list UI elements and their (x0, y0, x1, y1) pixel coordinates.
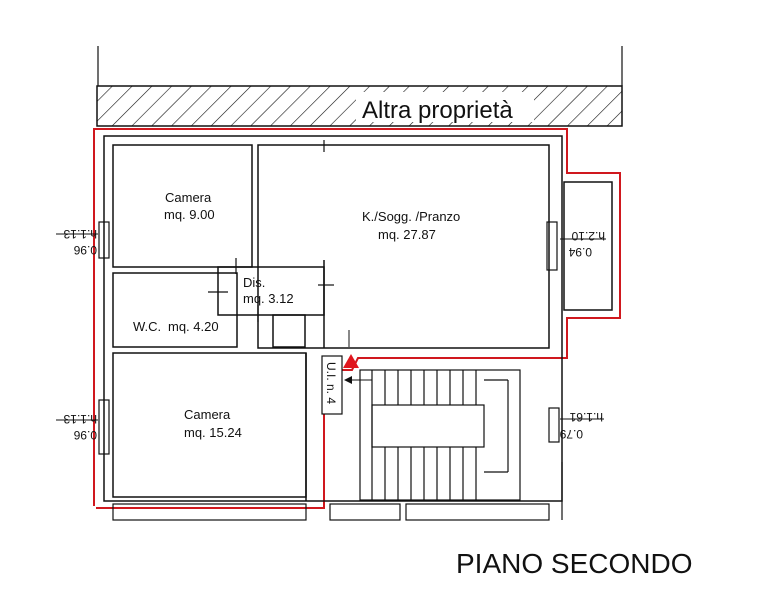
window-right-top-label: h.2.10 0.94 (560, 229, 606, 259)
room-area: mq. 4.20 (168, 319, 219, 334)
walls (103, 135, 613, 502)
stairwell (359, 369, 521, 501)
room-wc (112, 272, 238, 348)
window-width: 0.96 (73, 243, 97, 257)
room-camera-top-labels: Camera mq. 9.00 (164, 190, 215, 222)
lower-rooms (112, 503, 550, 521)
room-dis-labels: Dis. mq. 3.12 (243, 275, 294, 306)
closet (272, 314, 306, 348)
neighbor-property: Altra proprietà (96, 85, 623, 127)
window-height: h.1.13 (63, 412, 97, 426)
room-wc-labels: W.C. mq. 4.20 (133, 319, 219, 334)
room-name: K./Sogg. /Pranzo (362, 209, 460, 224)
window-height: h.2.10 (571, 229, 605, 243)
room-name: Camera (165, 190, 212, 205)
window-markers (98, 140, 560, 455)
room-area: mq. 3.12 (243, 291, 294, 306)
room-kitchen-labels: K./Sogg. /Pranzo mq. 27.87 (362, 209, 460, 242)
floor-title: PIANO SECONDO (456, 548, 692, 579)
balcony (563, 181, 613, 311)
neighbor-label: Altra proprietà (362, 97, 513, 124)
room-name: W.C. (133, 319, 161, 334)
window-width: 0.96 (73, 428, 97, 442)
room-area: mq. 15.24 (184, 425, 242, 440)
window-left-bottom-label: h.1.13 0.96 (56, 412, 98, 442)
room-area: mq. 27.87 (378, 227, 436, 242)
window-width: 0.94 (568, 245, 592, 259)
window-left-top-label: h.1.13 0.96 (56, 227, 98, 257)
room-camera-top (112, 144, 253, 268)
room-name: Dis. (243, 275, 265, 290)
window-right-bottom-label: h.1.61 0.79 (559, 410, 604, 441)
entry-arrow-icon (343, 330, 372, 384)
room-name: Camera (184, 407, 231, 422)
window-width: 0.79 (559, 427, 583, 441)
window-height: h.1.61 (569, 410, 603, 424)
room-kitchen (257, 144, 550, 349)
unit-label: U.I. n. 4 (324, 362, 338, 404)
room-area: mq. 9.00 (164, 207, 215, 222)
unit-label-box: U.I. n. 4 (321, 355, 343, 415)
room-camera-bottom-labels: Camera mq. 15.24 (184, 407, 242, 440)
